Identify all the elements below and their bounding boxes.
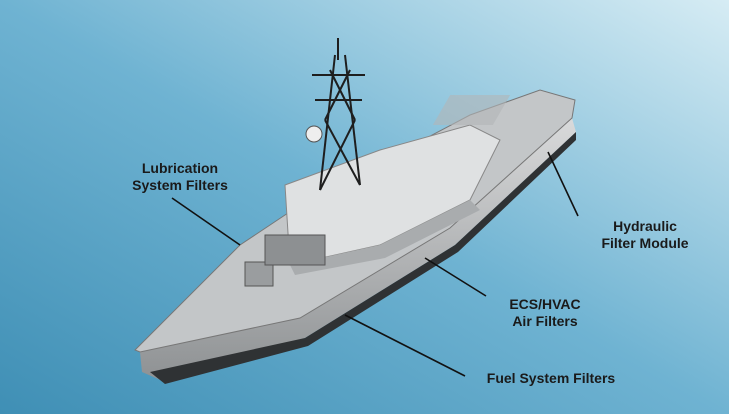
lubrication-label-line1: Lubrication [141,160,219,176]
hydraulic-label: Hydraulic Filter Module [580,218,710,252]
hydraulic-label-line2: Filter Module [601,235,689,251]
helipad [432,95,511,125]
ecs-hvac-label-line1: ECS/HVAC [509,296,581,312]
hydraulic-label-line1: Hydraulic [613,218,677,234]
superstructure-shadow [290,200,480,275]
ecs-hvac-label: ECS/HVAC Air Filters [485,296,605,330]
mast [312,38,365,191]
fuel-label-line1: Fuel System Filters [486,370,616,386]
ship [134,38,576,384]
hull-side [140,118,576,382]
ecs-hvac-label-line2: Air Filters [512,313,578,329]
deck-equipment [264,234,326,266]
radar-dome [305,125,323,143]
leader-lines [171,151,579,377]
hydraulic-leader [547,151,579,217]
fuel-leader [344,314,466,377]
lubrication-leader [171,197,241,246]
ecs-leader [424,257,487,297]
lubrication-label: Lubrication System Filters [118,160,242,194]
lubrication-label-line2: System Filters [132,177,228,193]
fuel-label: Fuel System Filters [466,370,636,387]
gun-turret [244,261,274,287]
